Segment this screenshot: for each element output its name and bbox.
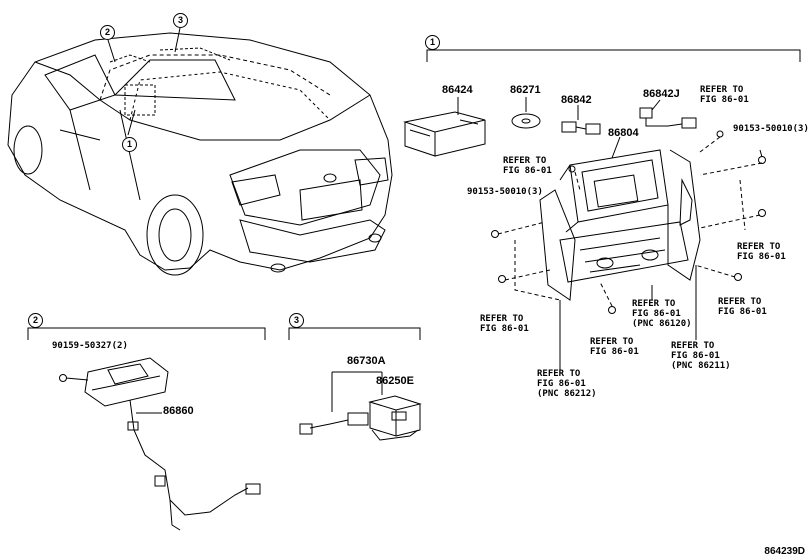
callout-3-car: 3 (173, 13, 188, 28)
part-86250E: 86250E (376, 375, 414, 387)
refer-line: FIG 86-01 (632, 309, 681, 319)
part-90153-right: 90153-50010(3) (733, 124, 809, 134)
section2-parts (59, 357, 261, 531)
dashed-guides (497, 136, 763, 307)
section1-parts (403, 97, 766, 370)
refer-label-left-bottom: REFER TO FIG 86-01 (480, 314, 529, 334)
callout-2-car: 2 (100, 25, 115, 40)
callout-3-section: 3 (289, 313, 304, 328)
refer-line: REFER TO (503, 156, 547, 166)
part-86424: 86424 (442, 84, 473, 96)
callout-1-car: 1 (122, 137, 137, 152)
refer-line: FIG 86-01 (671, 351, 720, 361)
refer-line: REFER TO (718, 297, 762, 307)
part-86860: 86860 (163, 405, 194, 417)
refer-label-upper-left: REFER TO FIG 86-01 (503, 156, 552, 176)
refer-line: REFER TO (700, 85, 744, 95)
part-90153-left: 90153-50010(3) (467, 187, 543, 197)
refer-line: REFER TO (537, 369, 581, 379)
display-assembly-86804 (539, 136, 701, 301)
refer-line: REFER TO (671, 341, 715, 351)
refer-line: FIG 86-01 (718, 307, 767, 317)
disc-86271 (511, 97, 541, 129)
section-frames (27, 49, 801, 340)
refer-line: REFER TO (480, 314, 524, 324)
leader-lines (559, 149, 763, 370)
refer-line: FIG 86-01 (590, 347, 639, 357)
refer-line: REFER TO (590, 337, 634, 347)
refer-line: (PNC 86212) (537, 389, 597, 399)
refer-label-pnc-86212: REFER TO FIG 86-01 (PNC 86212) (537, 369, 597, 399)
refer-line: FIG 86-01 (537, 379, 586, 389)
refer-line: REFER TO (632, 299, 676, 309)
part-86842J: 86842J (643, 88, 680, 100)
refer-line: FIG 86-01 (480, 324, 529, 334)
refer-line: FIG 86-01 (700, 95, 749, 105)
section3-parts (299, 371, 422, 441)
module-86424 (403, 97, 486, 157)
part-86804: 86804 (608, 127, 639, 139)
refer-line: (PNC 86120) (632, 319, 692, 329)
callout-1-section: 1 (425, 35, 440, 50)
refer-label-center-bottom: REFER TO FIG 86-01 (590, 337, 639, 357)
part-86730A: 86730A (347, 355, 386, 367)
part-86842: 86842 (561, 94, 592, 106)
refer-line: FIG 86-01 (503, 166, 552, 176)
diagram-id: 864239D (764, 546, 805, 557)
refer-label-pnc-86120: REFER TO FIG 86-01 (PNC 86120) (632, 299, 692, 329)
refer-line: REFER TO (737, 242, 781, 252)
refer-label-top-right: REFER TO FIG 86-01 (700, 85, 749, 105)
refer-label-pnc-86211: REFER TO FIG 86-01 (PNC 86211) (671, 341, 731, 371)
part-86271: 86271 (510, 84, 541, 96)
cable-86842J (639, 99, 697, 129)
part-90159: 90159-50327(2) (52, 341, 128, 351)
refer-line: FIG 86-01 (737, 252, 786, 262)
refer-line: (PNC 86211) (671, 361, 731, 371)
connector-86842 (561, 105, 601, 135)
vehicle-illustration (7, 27, 393, 276)
refer-label-right-bottom: REFER TO FIG 86-01 (718, 297, 767, 317)
refer-label-right-mid: REFER TO FIG 86-01 (737, 242, 786, 262)
callout-2-section: 2 (28, 313, 43, 328)
